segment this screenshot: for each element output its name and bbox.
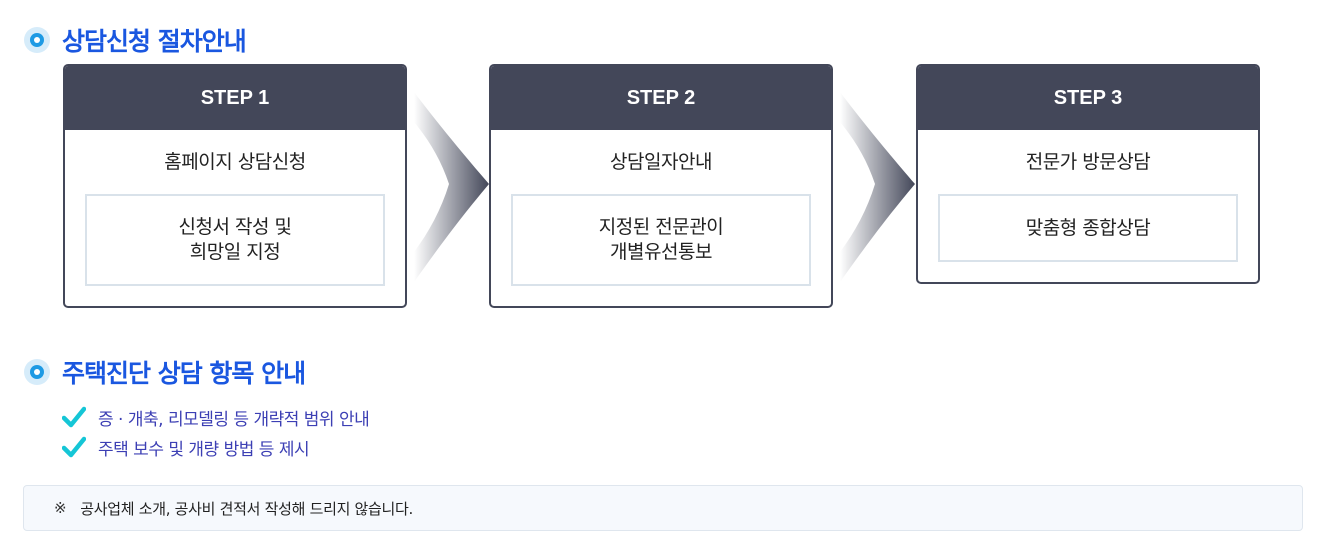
list-item: 주택 보수 및 개량 방법 등 제시 [62,432,369,462]
step-3-detail: 맞춤형 종합상담 [1025,216,1151,239]
step-1-title: 홈페이지 상담신청 [164,151,306,173]
consult-items-list: 증 · 개축, 리모델링 등 개략적 범위 안내 주택 보수 및 개량 방법 등… [62,402,370,462]
check-icon [62,406,86,428]
procedure-title-text: 상담신청 절차안내 [62,27,247,56]
section-title-items: 주택진단 상담 항목 안내 [24,354,306,390]
check-icon [62,436,86,458]
chevron-arrow-icon [414,92,489,282]
items-title-text: 주택진단 상담 항목 안내 [62,359,306,388]
step-3-header: STEP 3 [918,66,1258,130]
step-2-detail: 지정된 전문관이 개별유선통보 [598,216,724,263]
list-item-text: 주택 보수 및 개량 방법 등 제시 [98,439,310,460]
bullet-circle-icon [24,359,50,385]
step-3-detail-box: 맞춤형 종합상담 [938,194,1238,262]
step-1-detail: 신청서 작성 및 희망일 지정 [178,216,292,263]
step-1-card: STEP 1 홈페이지 상담신청 신청서 작성 및 희망일 지정 [63,64,407,308]
step-1-detail-box: 신청서 작성 및 희망일 지정 [85,194,385,286]
step-2-header: STEP 2 [491,66,831,130]
list-item-text: 증 · 개축, 리모델링 등 개략적 범위 안내 [98,409,370,430]
step-1-header: STEP 1 [65,66,405,130]
notice-box: ※ 공사업체 소개, 공사비 견적서 작성해 드리지 않습니다. [23,485,1303,531]
step-2-card: STEP 2 상담일자안내 지정된 전문관이 개별유선통보 [489,64,833,308]
step-3-title: 전문가 방문상담 [1025,151,1151,173]
step-2-detail-box: 지정된 전문관이 개별유선통보 [511,194,811,286]
chevron-arrow-icon [840,92,915,282]
notice-text: 공사업체 소개, 공사비 견적서 작성해 드리지 않습니다. [80,499,414,518]
step-3-card: STEP 3 전문가 방문상담 맞춤형 종합상담 [916,64,1260,284]
bullet-circle-icon [24,27,50,53]
list-item: 증 · 개축, 리모델링 등 개략적 범위 안내 [62,402,370,432]
step-2-title: 상담일자안내 [610,151,712,173]
reference-mark: ※ [54,499,67,517]
section-title-procedure: 상담신청 절차안내 [24,22,247,58]
